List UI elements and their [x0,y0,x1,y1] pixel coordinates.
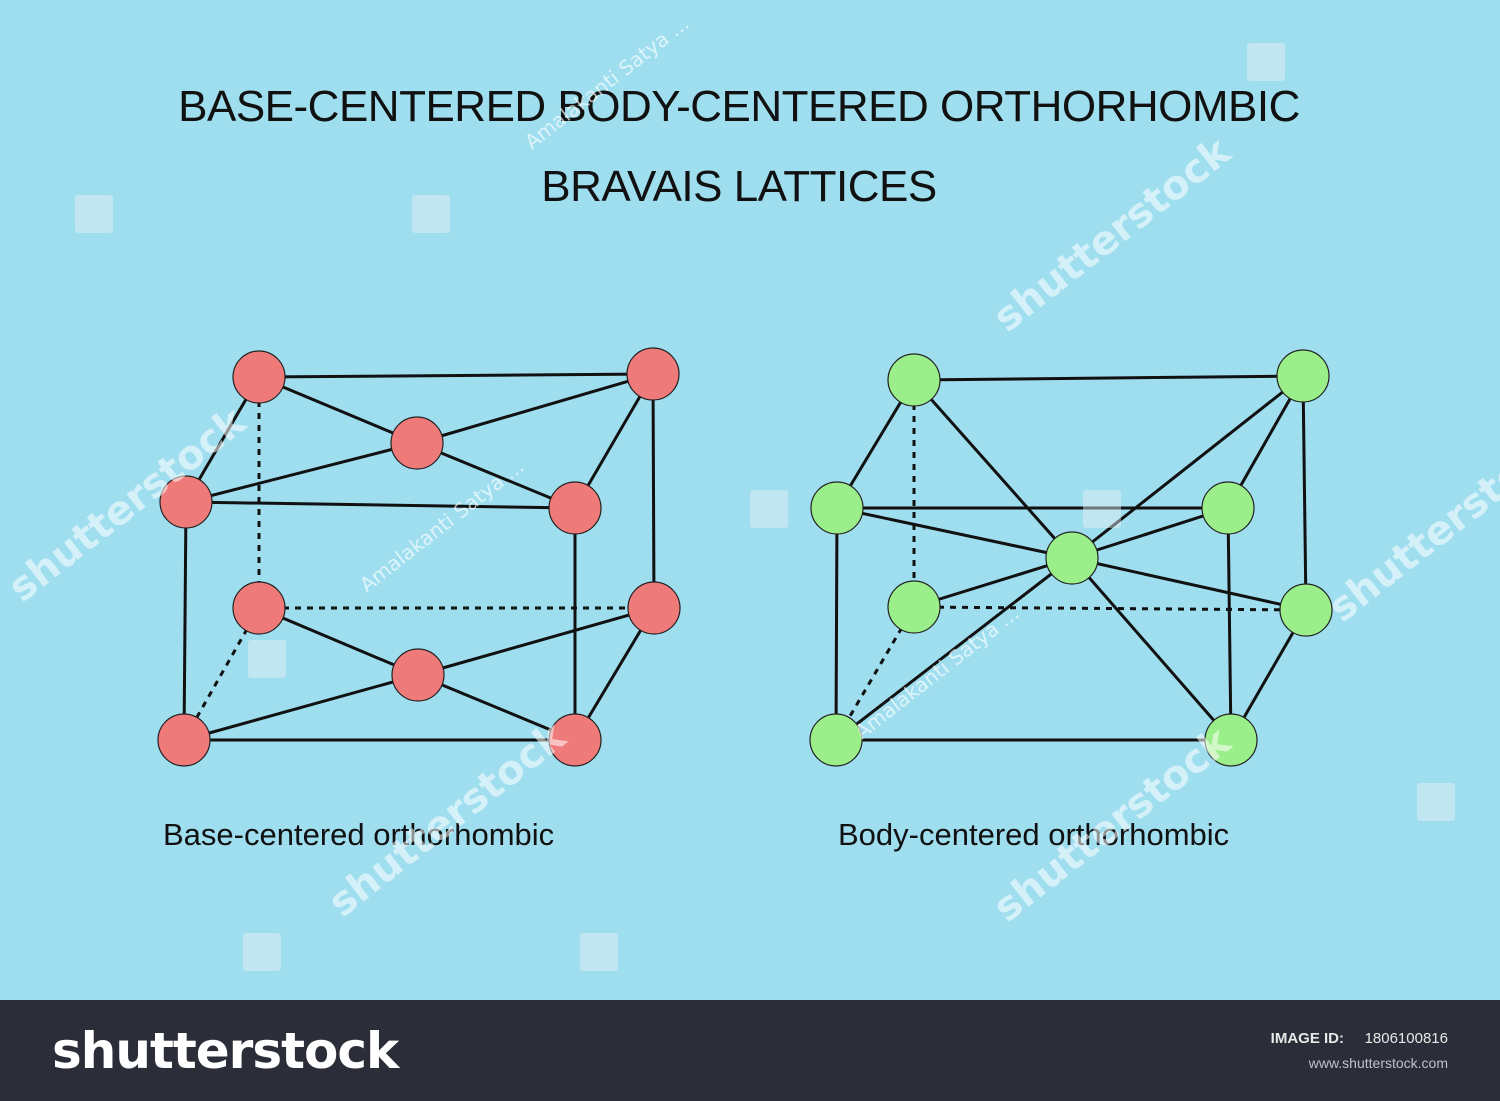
edge [185,441,418,504]
edge [185,500,576,510]
caption-base-centered: Base-centered orthorhombic [163,817,555,852]
base-centered-lattice [157,347,681,767]
face-center-atom [390,416,444,470]
body-diagonal [835,556,1073,742]
body-centered-lattice [809,349,1333,767]
edge [651,373,656,609]
corner-atom [548,481,602,535]
corner-atom [809,713,863,767]
body-diagonal [1071,506,1229,560]
corner-atom [1204,713,1258,767]
body-center-atom [1045,531,1099,585]
body-diagonal [1071,556,1307,612]
face-center-atom [391,648,445,702]
edge [417,606,655,677]
edge [258,375,418,445]
image-id-value: 1806100816 [1364,1030,1448,1047]
edge [417,673,576,742]
edge [183,673,419,742]
edge [416,441,576,510]
corner-atom [626,347,680,401]
corner-atom [887,353,941,407]
edge [258,606,419,677]
corner-atom [627,581,681,635]
edge [182,501,188,741]
body-diagonal [1070,557,1233,741]
edge [1301,375,1308,611]
footer-url[interactable]: www.shutterstock.com [1308,1055,1448,1071]
corner-atom [1201,481,1255,535]
corner-atom [1279,583,1333,637]
body-diagonal [912,379,1074,559]
body-diagonal [836,506,1073,560]
corner-atom [232,581,286,635]
edge [416,372,654,445]
corner-atom [1276,349,1330,403]
footer-bar: shutterstock IMAGE ID: 1806100816 www.sh… [0,1000,1500,1101]
body-diagonal [1071,374,1304,560]
edge [913,374,1304,382]
corner-atom [159,475,213,529]
edge [1226,507,1233,741]
edge [834,507,839,741]
diagram-canvas: BASE-CENTERED BODY-CENTERED ORTHORHOMBIC… [0,10,1500,971]
title-line-1: BASE-CENTERED BODY-CENTERED ORTHORHOMBIC [178,82,1300,131]
corner-atom [157,713,211,767]
edge [258,372,654,379]
corner-atom [232,350,286,404]
image-id-label: IMAGE ID: [1270,1030,1344,1047]
shutterstock-logo[interactable]: shutterstock [52,1022,399,1080]
lattice-diagrams [157,347,1333,767]
body-diagonal [913,556,1073,609]
corner-atom [810,481,864,535]
caption-body-centered: Body-centered orthorhombic [838,817,1230,852]
title-line-2: BRAVAIS LATTICES [541,162,937,211]
hidden-edge [913,605,1307,612]
corner-atom [887,580,941,634]
corner-atom [548,713,602,767]
